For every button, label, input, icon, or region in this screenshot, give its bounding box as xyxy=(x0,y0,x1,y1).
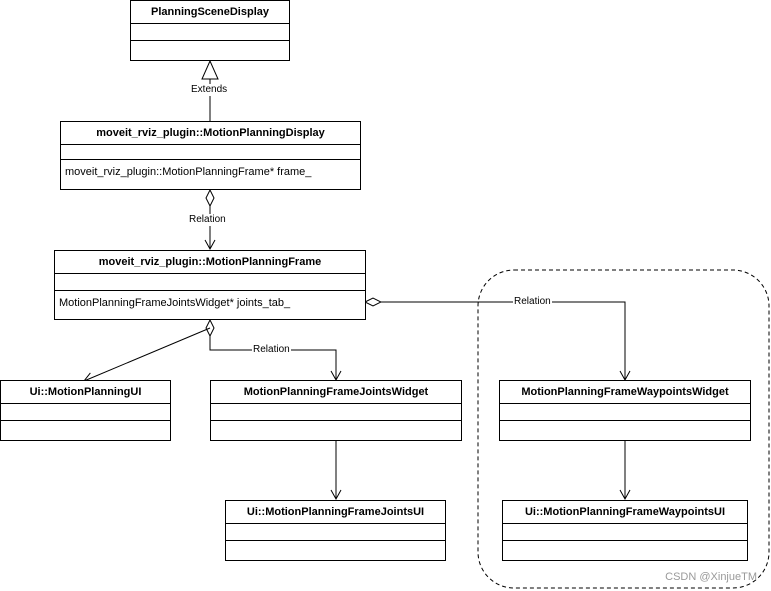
class-waypoints-ui[interactable]: Ui::MotionPlanningFrameWaypointsUI xyxy=(502,500,748,561)
class-attributes xyxy=(500,404,750,421)
watermark: CSDN @XinjueTM xyxy=(665,571,757,583)
inheritance-triangle xyxy=(201,59,219,80)
class-methods xyxy=(1,421,170,440)
class-attributes xyxy=(211,404,461,421)
class-attributes xyxy=(226,524,445,541)
class-methods xyxy=(211,421,461,440)
class-name: moveit_rviz_plugin::MotionPlanningFrame xyxy=(55,251,365,274)
edge-frame-ui xyxy=(83,327,211,383)
class-methods xyxy=(226,541,445,560)
class-attributes xyxy=(1,404,170,421)
relation-label-display-frame: Relation xyxy=(188,214,227,226)
relation-edge-frame-waypoints xyxy=(381,301,631,382)
class-methods xyxy=(500,421,750,440)
class-methods: moveit_rviz_plugin::MotionPlanningFrame*… xyxy=(65,166,312,178)
aggregation-diamond-display xyxy=(205,188,215,208)
aggregation-diamond-frame-right xyxy=(363,297,383,307)
class-attributes xyxy=(503,524,747,541)
class-methods xyxy=(131,41,289,60)
class-attributes xyxy=(55,274,365,291)
relation-edge-frame-joints xyxy=(209,336,342,382)
class-motion-planning-frame[interactable]: moveit_rviz_plugin::MotionPlanningFrame … xyxy=(54,250,366,320)
class-planning-scene-display[interactable]: PlanningSceneDisplay xyxy=(130,0,290,61)
class-joints-ui[interactable]: Ui::MotionPlanningFrameJointsUI xyxy=(225,500,446,561)
class-name: Ui::MotionPlanningFrameWaypointsUI xyxy=(503,501,747,524)
class-name: MotionPlanningFrameWaypointsWidget xyxy=(500,381,750,404)
class-name: PlanningSceneDisplay xyxy=(131,1,289,24)
relation-label-frame-waypoints: Relation xyxy=(513,296,552,308)
class-motion-planning-ui[interactable]: Ui::MotionPlanningUI xyxy=(0,380,171,441)
extends-label: Extends xyxy=(190,84,229,96)
class-motion-planning-display[interactable]: moveit_rviz_plugin::MotionPlanningDispla… xyxy=(60,121,361,190)
class-attributes xyxy=(131,24,289,41)
relation-label-frame-joints: Relation xyxy=(252,344,291,356)
class-joints-widget[interactable]: MotionPlanningFrameJointsWidget xyxy=(210,380,462,441)
class-methods: MotionPlanningFrameJointsWidget* joints_… xyxy=(59,297,291,309)
class-name: Ui::MotionPlanningUI xyxy=(1,381,170,404)
class-waypoints-widget[interactable]: MotionPlanningFrameWaypointsWidget xyxy=(499,380,751,441)
class-methods xyxy=(503,541,747,560)
class-name: MotionPlanningFrameJointsWidget xyxy=(211,381,461,404)
class-name: Ui::MotionPlanningFrameJointsUI xyxy=(226,501,445,524)
group-boundary xyxy=(477,269,770,589)
class-attributes xyxy=(61,145,360,160)
class-name: moveit_rviz_plugin::MotionPlanningDispla… xyxy=(61,122,360,145)
